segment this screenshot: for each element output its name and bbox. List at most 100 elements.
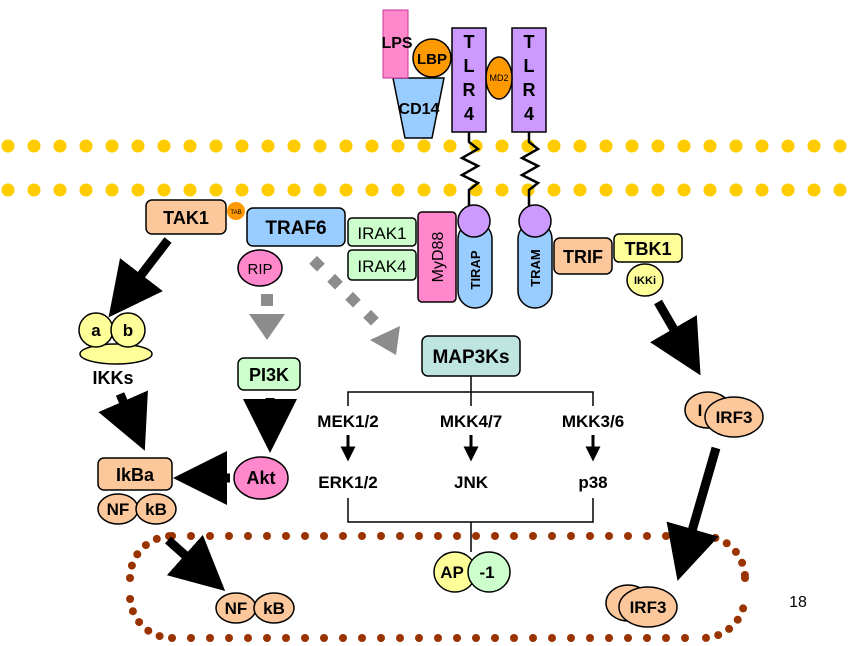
nucleus-dot bbox=[244, 634, 252, 642]
irf3-branch: I IRF3 bbox=[650, 299, 764, 581]
nucleus-dot bbox=[128, 607, 137, 616]
gray-dash bbox=[345, 291, 361, 308]
nucleus-dot bbox=[714, 631, 723, 640]
membrane-dot bbox=[287, 139, 301, 153]
lps-label: LPS bbox=[381, 35, 412, 52]
nucleus-dot bbox=[358, 634, 366, 642]
membrane-dot bbox=[755, 183, 769, 197]
membrane-dot bbox=[677, 183, 691, 197]
rip-shape bbox=[237, 249, 283, 287]
nucleus-dot bbox=[282, 532, 290, 540]
tram-label: TRAM bbox=[528, 249, 543, 287]
membrane-dot bbox=[729, 183, 743, 197]
nucleus-dot bbox=[491, 634, 499, 642]
membrane-dot bbox=[27, 139, 41, 153]
pi3k-label: PI3K bbox=[249, 365, 289, 385]
nucleus-dot bbox=[662, 634, 670, 642]
gray-dash bbox=[363, 309, 379, 326]
nucleus-dot bbox=[624, 634, 632, 642]
membrane-dot bbox=[53, 139, 67, 153]
tlr4-left-transmembrane bbox=[459, 132, 481, 206]
nucleus-dot bbox=[127, 561, 136, 570]
membrane-dot bbox=[209, 183, 223, 197]
membrane-dot bbox=[625, 139, 639, 153]
traf6-label: TRAF6 bbox=[265, 218, 326, 239]
mapk-branch: MAP3Ks MEK1/2 MKK4/7 MKK3/6 ERK1/2 JNK p… bbox=[309, 255, 624, 593]
nucleus-dot bbox=[567, 532, 575, 540]
nucleus-dot bbox=[225, 532, 233, 540]
ikba-label: IkBa bbox=[116, 465, 155, 485]
membrane-dot bbox=[131, 139, 145, 153]
lps-shape bbox=[382, 9, 409, 79]
nucleus-dot bbox=[225, 634, 233, 642]
ap1-right-shape bbox=[467, 551, 511, 593]
ikki-label: IKKi bbox=[634, 275, 656, 287]
membrane-dot bbox=[183, 183, 197, 197]
ikki-shape bbox=[626, 263, 664, 297]
nucleus-dot bbox=[529, 634, 537, 642]
nucleus-dot bbox=[725, 624, 734, 633]
nucleus-dot bbox=[731, 547, 740, 556]
nf-label: NF bbox=[107, 500, 130, 519]
tlr4-right-letter: R bbox=[523, 80, 536, 100]
erk12-label: ERK1/2 bbox=[318, 473, 378, 492]
ikk-b-shape bbox=[110, 312, 146, 348]
membrane-dot bbox=[391, 139, 405, 153]
myd88-shape bbox=[417, 211, 457, 303]
nucleus-dot bbox=[206, 634, 214, 642]
membrane-dot bbox=[573, 139, 587, 153]
membrane-dot bbox=[755, 139, 769, 153]
membrane-dot bbox=[729, 139, 743, 153]
nucleus-dot bbox=[624, 532, 632, 540]
tlr4-left-letter: L bbox=[464, 56, 475, 76]
md2-shape bbox=[485, 56, 513, 100]
nucleus-kb-shape bbox=[253, 592, 295, 624]
gray-arrowhead bbox=[249, 314, 285, 340]
irak1-label: IRAK1 bbox=[357, 224, 406, 243]
nucleus-dot bbox=[415, 532, 423, 540]
map3ks-split-line bbox=[471, 391, 594, 406]
nucleus-dot bbox=[141, 541, 150, 550]
nucleus-dot bbox=[282, 634, 290, 642]
membrane-dot bbox=[313, 183, 327, 197]
pi3k-shape bbox=[237, 357, 301, 391]
nucleus-dot bbox=[740, 571, 749, 579]
tirap-label: TIRAP bbox=[468, 250, 483, 289]
akt-shape bbox=[233, 456, 289, 500]
nucleus-dot bbox=[358, 532, 366, 540]
nucleus-dot bbox=[529, 532, 537, 540]
membrane-dot bbox=[651, 139, 665, 153]
membrane-dot bbox=[261, 139, 275, 153]
arrow-ikk-to-ikba bbox=[98, 390, 148, 451]
nucleus-contents: NF kB IRF3 bbox=[215, 584, 678, 628]
nucleus-dot bbox=[722, 539, 731, 548]
membrane-dot bbox=[209, 139, 223, 153]
nucleus-dot bbox=[548, 634, 556, 642]
nucleus-irf3-shape bbox=[618, 586, 678, 628]
nucleus-dot bbox=[510, 532, 518, 540]
nucleus-dot bbox=[643, 532, 651, 540]
nucleus-dot bbox=[206, 532, 214, 540]
cell-membrane bbox=[1, 139, 847, 197]
membrane-dot bbox=[703, 139, 717, 153]
membrane-dot bbox=[365, 139, 379, 153]
membrane-dot bbox=[339, 183, 353, 197]
nucleus-dot bbox=[377, 532, 385, 540]
cd14-shape bbox=[392, 77, 445, 139]
ikk-b-label: b bbox=[123, 321, 133, 340]
arrow-tbk1-to-irf3 bbox=[650, 299, 701, 376]
tirap-tir-domain bbox=[457, 204, 491, 238]
lbp-shape bbox=[412, 38, 452, 78]
gray-dash bbox=[261, 294, 273, 306]
gray-dash bbox=[327, 273, 343, 290]
nucleus-dot bbox=[133, 550, 142, 559]
tak1-label: TAK1 bbox=[163, 208, 209, 228]
membrane-dot bbox=[833, 183, 847, 197]
nucleus-dot bbox=[187, 634, 195, 642]
membrane-dot bbox=[417, 183, 431, 197]
nucleus-dot bbox=[605, 634, 613, 642]
membrane-dot bbox=[157, 139, 171, 153]
nucleus-dot bbox=[301, 634, 309, 642]
nucleus-dot bbox=[339, 634, 347, 642]
